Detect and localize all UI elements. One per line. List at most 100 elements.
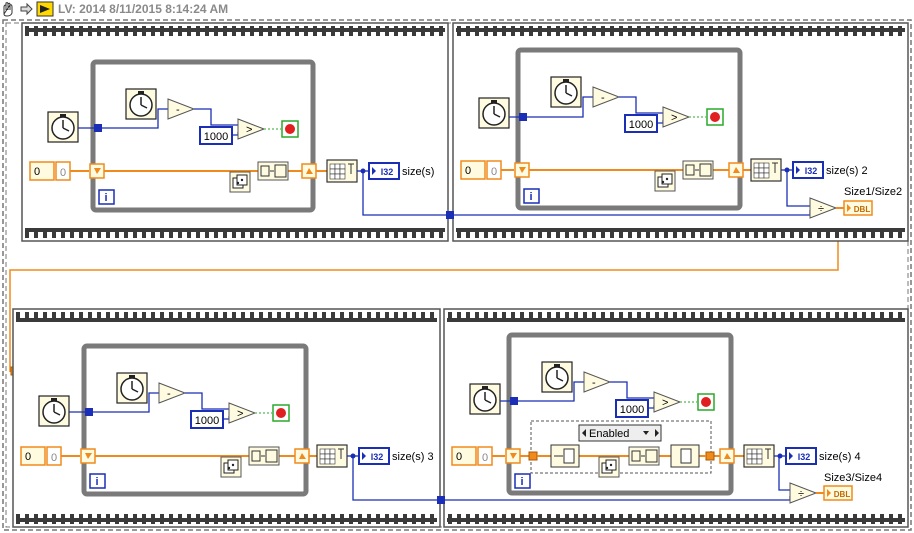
tick-count-icon[interactable] xyxy=(116,372,148,404)
init-indicator-value: 0 xyxy=(491,166,497,178)
header-icons xyxy=(3,1,54,17)
svg-text:÷: ÷ xyxy=(798,488,804,500)
tick-count-icon[interactable] xyxy=(478,97,510,129)
init-indicator-value: 0 xyxy=(60,167,66,179)
iteration-label: i xyxy=(95,476,98,488)
loop-condition[interactable] xyxy=(706,108,724,126)
svg-text:>: > xyxy=(246,124,252,136)
time-wire xyxy=(500,381,584,402)
labview-icon[interactable] xyxy=(36,1,54,17)
tick-count-icon[interactable] xyxy=(125,88,157,120)
size-indicator xyxy=(358,447,390,465)
random-number-icon[interactable] xyxy=(654,170,676,192)
loop-condition[interactable] xyxy=(272,404,290,422)
array-size-icon[interactable] xyxy=(316,444,348,468)
frame-tunnel-1 xyxy=(446,211,454,219)
array-op-node-1[interactable] xyxy=(550,444,580,468)
film-strip xyxy=(447,312,905,322)
init-constant-box[interactable] xyxy=(20,446,46,466)
array-size-icon[interactable] xyxy=(743,444,775,468)
ratio-type: DBL xyxy=(834,490,851,499)
init-indicator-value: 0 xyxy=(482,452,488,464)
divide-node[interactable]: ÷ xyxy=(809,197,844,219)
build-array-icon[interactable] xyxy=(682,160,714,180)
subtract-node[interactable]: - xyxy=(158,382,187,404)
ratio-label: Size1/Size2 xyxy=(844,186,902,198)
indicator-label: size(s) 3 xyxy=(392,451,434,463)
wait-constant-value: 1000 xyxy=(620,404,644,416)
tick-count-icon[interactable] xyxy=(541,361,573,393)
random-number-icon[interactable] xyxy=(220,456,242,478)
film-strip xyxy=(456,26,905,36)
init-constant-box[interactable] xyxy=(451,446,477,466)
iteration-terminal xyxy=(89,473,106,489)
svg-text:÷: ÷ xyxy=(818,203,824,215)
init-indicator-value: 0 xyxy=(51,452,57,464)
wait-constant-value: 1000 xyxy=(629,119,653,131)
init-constant-value: 0 xyxy=(34,166,40,178)
diff-wire xyxy=(194,108,238,126)
loop-tunnel xyxy=(519,113,527,121)
indicator-type: I32 xyxy=(381,167,394,177)
subtract-node[interactable]: - xyxy=(592,86,621,108)
disable-selector-label: Enabled xyxy=(589,428,629,440)
dropdown-icon[interactable] xyxy=(643,431,649,435)
prev-case-icon[interactable] xyxy=(582,429,586,437)
init-constant-value: 0 xyxy=(465,165,471,177)
tick-count-icon[interactable] xyxy=(469,383,501,415)
time-wire xyxy=(69,392,159,413)
iteration-terminal xyxy=(523,188,540,204)
diff-wire xyxy=(610,381,654,399)
array-size-icon[interactable] xyxy=(750,158,782,182)
iteration-terminal xyxy=(98,189,115,205)
film-strip xyxy=(16,312,437,322)
loop-condition[interactable] xyxy=(281,120,299,138)
disable-structure-border xyxy=(530,420,712,474)
svg-text:>: > xyxy=(662,397,668,409)
hand-icon[interactable] xyxy=(3,2,13,17)
greater-than-node[interactable]: > xyxy=(653,391,682,413)
loop-tunnel xyxy=(510,397,518,405)
time-wire xyxy=(78,108,168,129)
while-loop-border xyxy=(506,332,734,496)
init-constant-box[interactable] xyxy=(29,161,55,181)
iteration-label: i xyxy=(529,191,532,203)
size-indicator xyxy=(785,447,817,465)
build-array-icon[interactable] xyxy=(248,446,280,466)
subtract-node[interactable]: - xyxy=(583,371,612,393)
subtract-node[interactable]: - xyxy=(167,98,196,120)
greater-than-node[interactable]: > xyxy=(237,118,266,140)
arrow-icon[interactable] xyxy=(20,2,33,16)
svg-text:-: - xyxy=(167,388,171,400)
time-wire xyxy=(509,96,593,118)
array-op-node-2[interactable] xyxy=(670,444,700,468)
greater-than-node[interactable]: > xyxy=(228,402,257,424)
iteration-terminal xyxy=(514,473,531,489)
size-indicator xyxy=(792,161,824,179)
build-array-icon[interactable] xyxy=(257,161,289,181)
wait-constant-value: 1000 xyxy=(195,415,219,427)
sequence-link-wire xyxy=(9,237,839,372)
size2-wire xyxy=(786,170,810,207)
build-array-icon[interactable] xyxy=(628,446,660,466)
random-number-icon[interactable] xyxy=(598,456,620,478)
iteration-label: i xyxy=(520,476,523,488)
tick-count-icon[interactable] xyxy=(47,111,79,143)
greater-than-node[interactable]: > xyxy=(662,106,691,128)
indicator-label: size(s) 2 xyxy=(826,165,868,177)
array-size-icon[interactable] xyxy=(326,159,358,183)
diagram-header: LV: 2014 8/11/2015 8:14:24 AM xyxy=(0,0,914,18)
loop-condition[interactable] xyxy=(697,393,715,411)
next-case-icon[interactable] xyxy=(655,429,659,437)
loop-tunnel xyxy=(94,124,102,132)
init-constant-box[interactable] xyxy=(460,160,486,180)
tick-count-icon[interactable] xyxy=(38,395,70,427)
divide-node[interactable]: ÷ xyxy=(789,482,824,504)
ratio-type: DBL xyxy=(854,205,871,214)
random-number-icon[interactable] xyxy=(229,171,251,193)
tick-count-icon[interactable] xyxy=(550,76,582,108)
disable-selector[interactable] xyxy=(578,424,662,442)
